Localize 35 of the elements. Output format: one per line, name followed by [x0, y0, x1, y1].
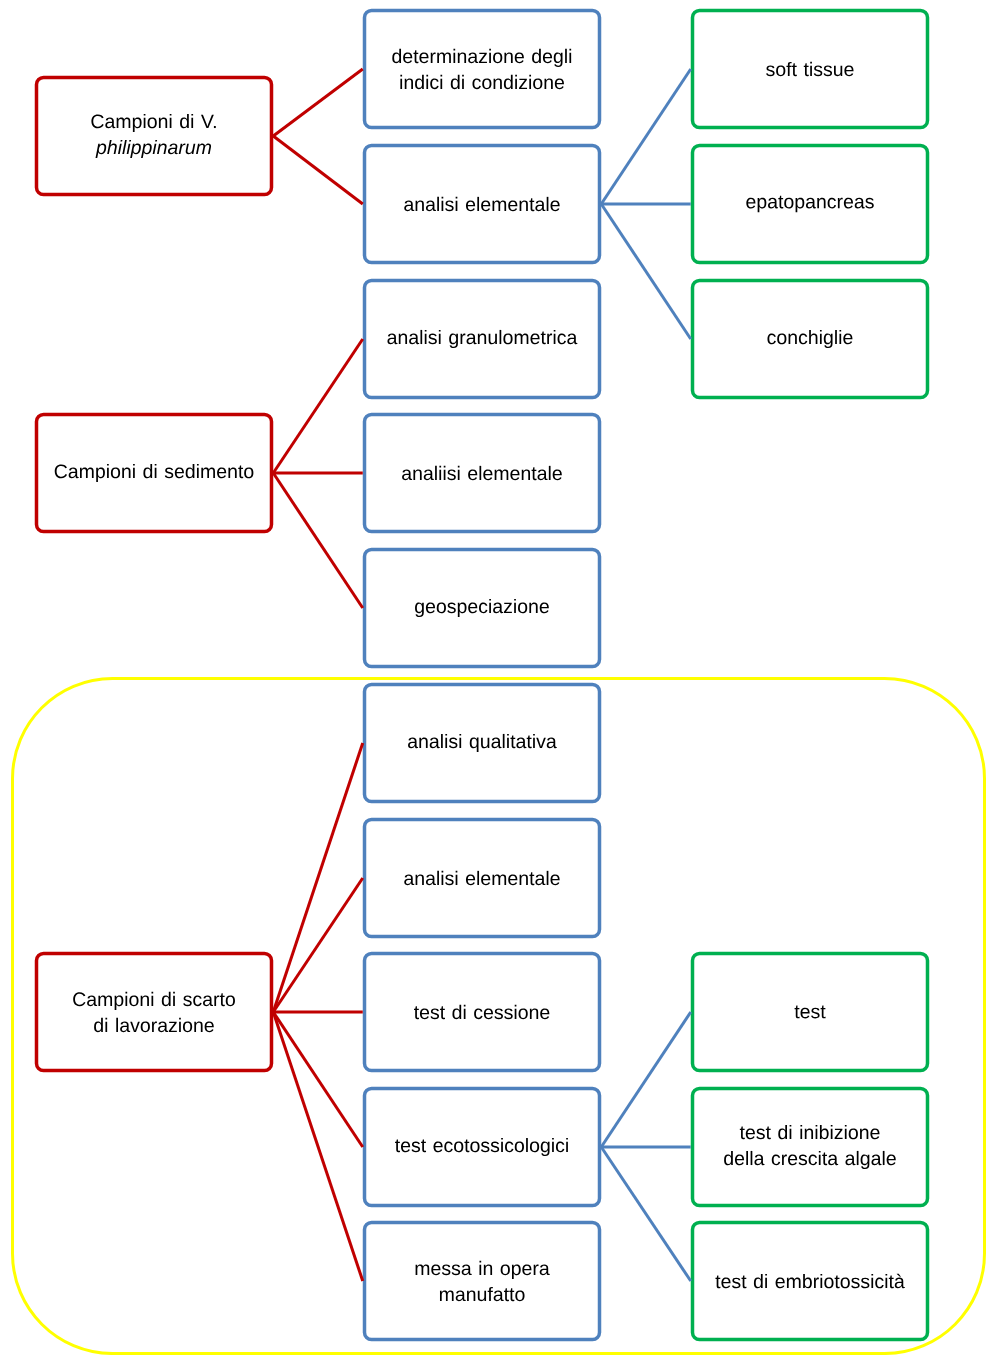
process-box: test — [690, 951, 930, 1073]
process-box: test di cessione — [362, 951, 602, 1073]
connector-line — [272, 1011, 364, 1148]
connector-line — [272, 338, 364, 474]
connector-line — [273, 1010, 363, 1014]
process-box: soft tissue — [690, 8, 930, 130]
process-box: epatopancreas — [690, 143, 930, 265]
process-box: determinazione degli indici di condizione — [362, 8, 602, 130]
connector-line — [600, 68, 692, 205]
connector-line — [272, 877, 364, 1013]
group-frame — [11, 677, 986, 1355]
connector-line — [271, 1011, 365, 1282]
process-box: geospeciazione — [362, 547, 602, 669]
process-box: conchiglie — [690, 278, 930, 400]
process-box: analisi elementale — [362, 143, 602, 265]
process-box: Campioni di scarto di lavorazione — [34, 951, 274, 1073]
connector-line — [273, 471, 363, 475]
process-box: Campioni di sedimento — [34, 412, 274, 534]
connector-line — [600, 1146, 692, 1282]
process-box: test di embriotossicità — [690, 1220, 930, 1342]
process-box: analisi elementale — [362, 817, 602, 939]
process-box: analiisi elementale — [362, 412, 602, 534]
connector-line — [600, 203, 692, 340]
process-box: analisi granulometrica — [362, 278, 602, 400]
connector-line — [601, 1145, 691, 1149]
process-box: messa in opera manufatto — [362, 1220, 602, 1342]
process-box: test ecotossicologici — [362, 1086, 602, 1208]
process-box: analisi qualitativa — [362, 682, 602, 804]
connector-line — [601, 202, 691, 206]
connector-line — [600, 1011, 692, 1148]
connector-line — [272, 472, 364, 609]
connector-line — [272, 134, 364, 206]
process-box: Campioni di V. philippinarum — [34, 75, 274, 197]
connector-line — [272, 67, 364, 138]
process-box: test di inibizione della crescita algale — [690, 1086, 930, 1208]
